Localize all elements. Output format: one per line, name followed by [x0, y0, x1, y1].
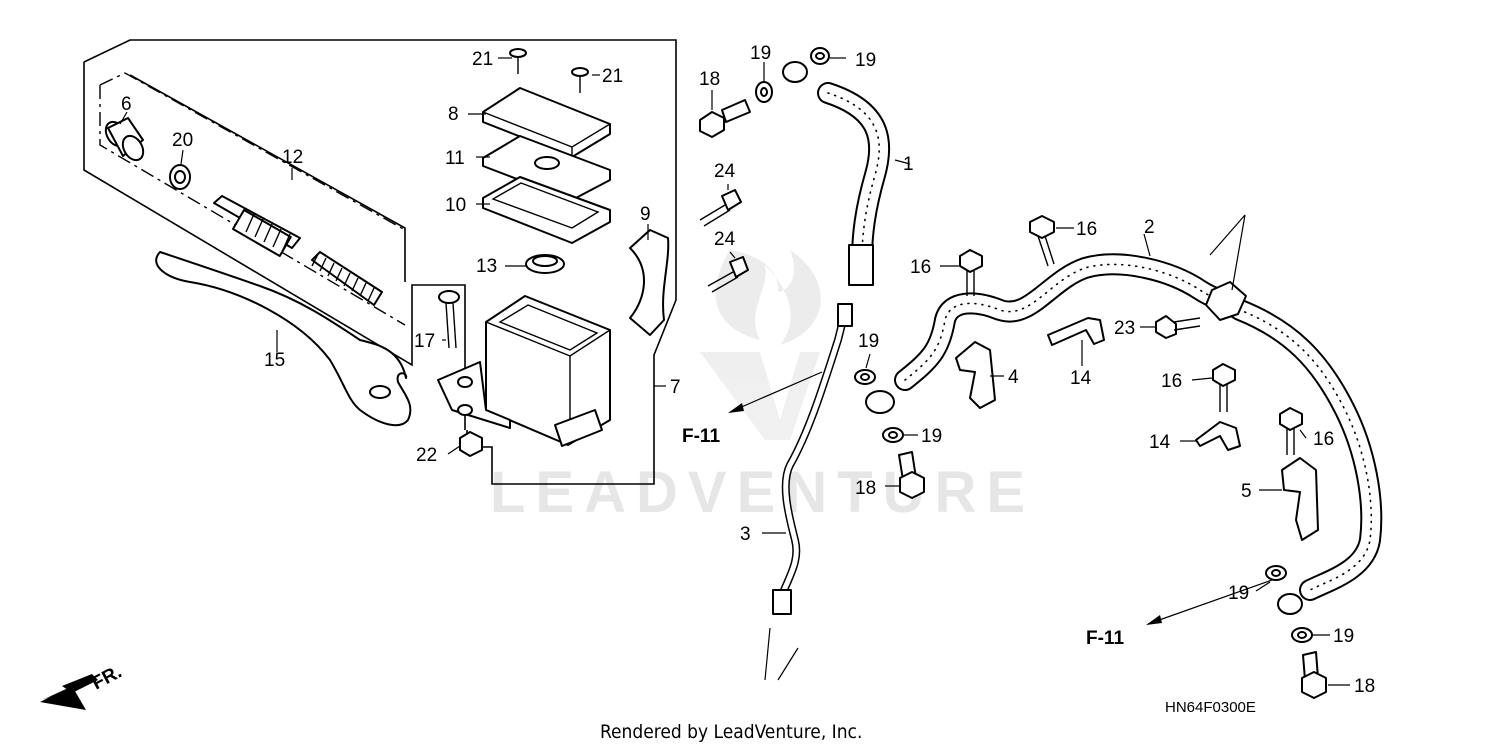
piston-kit-dashed-boundary [99, 72, 406, 326]
leader-lines [119, 57, 1350, 686]
part-21-screw-a [509, 48, 527, 74]
callout-21-b: 21 [602, 66, 623, 87]
callout-16-a: 16 [1076, 219, 1097, 240]
callout-16-c: 16 [1161, 371, 1182, 392]
callout-19-b: 19 [855, 50, 876, 71]
ref-arrow-f11-upper [729, 371, 823, 413]
watermark-text: LEADVENTURE [490, 460, 1035, 525]
callout-5: 5 [1241, 481, 1252, 502]
callout-15: 15 [264, 350, 285, 371]
callout-6: 6 [121, 94, 132, 115]
part-14-clamp-a [1047, 317, 1105, 346]
diaphragm-inner [491, 182, 600, 229]
part-2-brake-hose [865, 253, 1383, 615]
reference-label-lower: F-11 [1086, 628, 1124, 649]
part-23-bolt [1155, 315, 1201, 339]
part-12-piston-set [213, 195, 383, 306]
front-direction-arrow [40, 674, 98, 710]
callout-18-c: 18 [1354, 676, 1375, 697]
part-16-bolt-c [1212, 363, 1236, 412]
callout-18-b: 18 [855, 478, 876, 499]
callout-8: 8 [448, 104, 459, 125]
callout-11: 11 [445, 148, 465, 169]
ref-arrow-f11-lower [1147, 579, 1273, 625]
part-10-diaphragm [482, 176, 611, 244]
callout-19-a: 19 [750, 43, 771, 64]
part-8-reservoir-cap [482, 87, 611, 158]
part-13-boot-ring [525, 254, 565, 274]
reference-label-upper: F-11 [682, 426, 720, 447]
callout-4: 4 [1008, 367, 1019, 388]
callout-19-f: 19 [1333, 626, 1354, 647]
part-14-clamp-b [1195, 421, 1241, 451]
callout-labels: 1 2 3 4 5 6 7 8 9 10 11 12 13 14 14 15 1… [121, 43, 1375, 697]
part-21-screw-b [571, 67, 589, 93]
front-direction-label: FR. [88, 662, 125, 695]
diagram-code: HN64F0300E [1165, 699, 1256, 716]
callout-3: 3 [740, 524, 751, 545]
part-9-holder [629, 229, 670, 336]
callout-14-b: 14 [1149, 432, 1171, 453]
part-15-lever [155, 251, 412, 427]
ref-line-upper-right [1209, 214, 1246, 291]
master-cylinder-body [437, 295, 611, 447]
part-5-bracket [1281, 457, 1319, 541]
part-19-washer-top-left [755, 81, 773, 103]
callout-12: 12 [282, 147, 303, 168]
ref-line-lower-pipe [764, 627, 799, 681]
callout-9: 9 [640, 204, 651, 225]
part-6-boot [104, 117, 145, 162]
part-20-circlip [169, 164, 191, 190]
callout-13: 13 [476, 256, 497, 277]
callout-14-a: 14 [1070, 368, 1092, 389]
callout-19-c: 19 [858, 331, 879, 352]
callout-2: 2 [1144, 217, 1155, 238]
part-19-washer-mid-b [882, 427, 904, 443]
part-24-bolt-a [699, 189, 742, 227]
part-19-washer-top-right [810, 47, 830, 65]
plate-hole [534, 156, 560, 170]
part-1-brake-hose [782, 61, 891, 286]
callout-18-a: 18 [699, 69, 720, 90]
footer-credit: Rendered by LeadVenture, Inc. [600, 721, 862, 743]
callout-16-b: 16 [910, 257, 931, 278]
lever-pivot-hole [369, 385, 391, 399]
callout-24-a: 24 [714, 161, 736, 182]
callout-21-a: 21 [472, 49, 493, 70]
part-18-bolt-mid [898, 451, 925, 499]
callout-24-b: 24 [714, 229, 736, 250]
callout-19-d: 19 [921, 426, 942, 447]
part-3-brake-pipe [772, 303, 853, 615]
part-16-bolt-a [1029, 215, 1055, 267]
ref-arrowhead-upper [728, 403, 744, 413]
part-19-washer-bottom-b [1291, 627, 1313, 643]
callout-16-d: 16 [1313, 429, 1334, 450]
part-22-nut [459, 431, 483, 457]
part-19-washer-mid-a [854, 369, 876, 385]
callout-10: 10 [445, 195, 466, 216]
part-24-bolt-b [707, 256, 749, 293]
callout-22: 22 [416, 445, 437, 466]
part-18-bolt-top [699, 99, 751, 138]
callout-7: 7 [670, 377, 681, 398]
callout-17: 17 [414, 331, 435, 352]
piston-kit-outline [83, 62, 466, 430]
watermark-logo [700, 250, 821, 440]
ref-arrowhead-lower [1146, 615, 1162, 625]
callout-19-e: 19 [1228, 583, 1249, 604]
part-16-bolt-b [959, 249, 983, 296]
callout-20: 20 [172, 130, 193, 151]
callout-1: 1 [903, 154, 914, 175]
part-19-washer-bottom-a [1265, 565, 1287, 581]
part-17-pivot-bolt [438, 290, 460, 349]
part-4-bracket [955, 341, 996, 409]
part-16-bolt-d [1279, 407, 1303, 455]
part-18-bolt-bottom [1301, 651, 1327, 699]
callout-23: 23 [1114, 318, 1135, 339]
